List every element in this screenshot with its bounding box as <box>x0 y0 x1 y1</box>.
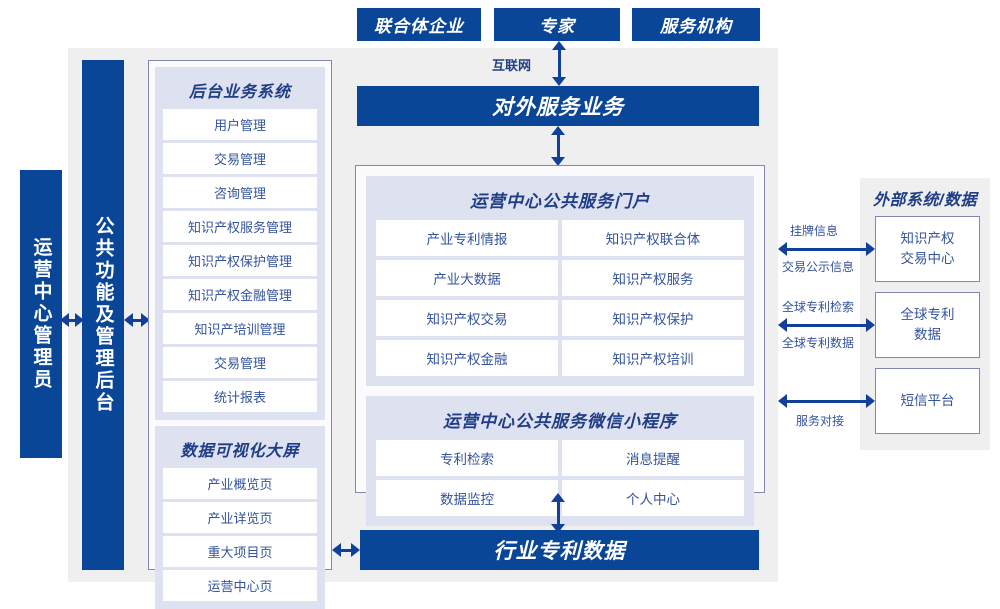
panel-public-service-portal: 运营中心公共服务门户 产业专利情报 知识产权联合体 产业大数据 知识产权服务 知… <box>366 176 754 386</box>
portal-cell[interactable]: 知识产权培训 <box>562 340 744 376</box>
operation-center-services-container: 运营中心公共服务门户 产业专利情报 知识产权联合体 产业大数据 知识产权服务 知… <box>355 165 765 526</box>
backend-modules-panel: 后台业务系统 用户管理 交易管理 咨询管理 知识产权服务管理 知识产权保护管理 … <box>148 60 332 609</box>
portal-cell[interactable]: 知识产权保护 <box>562 300 744 336</box>
section-title-data-visualization-screen: 数据可视化大屏 <box>180 443 300 460</box>
panel-to-data-arrow <box>332 541 360 559</box>
external-arrow-2-label-above: 全球专利检索 <box>782 300 855 314</box>
portal-cell[interactable]: 知识产权金融 <box>376 340 558 376</box>
external-box-ip-trading-center[interactable]: 知识产权交易中心 <box>875 216 980 282</box>
miniprogram-cell[interactable]: 个人中心 <box>562 480 744 516</box>
panel-title-wechat-miniprogram: 运营中心公共服务微信小程序 <box>443 412 677 431</box>
external-arrow-1-label-above: 挂牌信息 <box>790 224 839 238</box>
list-item[interactable]: 咨询管理 <box>163 177 317 208</box>
external-arrow-1-label-below: 交易公示信息 <box>782 260 855 274</box>
actor-box-consortium[interactable]: 联合体企业 <box>357 8 481 41</box>
external-box-label-2: 全球专利数据 <box>900 307 955 342</box>
list-item[interactable]: 产业概览页 <box>163 468 317 499</box>
external-box-label-1: 知识产权交易中心 <box>900 231 955 266</box>
list-item[interactable]: 产业详览页 <box>163 502 317 533</box>
internet-label: 互联网 <box>492 58 532 73</box>
list-item[interactable]: 交易管理 <box>163 143 317 174</box>
external-arrow-2-label-below: 全球专利数据 <box>782 336 855 350</box>
role-bar-common-backend[interactable]: 公共功能及管理后台 <box>82 60 124 570</box>
list-item[interactable]: 知识产权服务管理 <box>163 211 317 242</box>
list-item[interactable]: 知识产培训管理 <box>163 313 317 344</box>
section-title-backend-business-system: 后台业务系统 <box>188 84 291 101</box>
external-box-label-3: 短信平台 <box>900 393 955 409</box>
portal-cell[interactable]: 产业专利情报 <box>376 220 558 256</box>
external-systems-title: 外部系统/数据 <box>873 192 977 209</box>
external-service-band[interactable]: 对外服务业务 <box>357 86 759 126</box>
external-box-global-patent-data[interactable]: 全球专利数据 <box>875 292 980 358</box>
portal-cell[interactable]: 知识产权交易 <box>376 300 558 336</box>
section-backend-business-system: 后台业务系统 用户管理 交易管理 咨询管理 知识产权服务管理 知识产权保护管理 … <box>155 67 325 420</box>
external-box-sms-platform[interactable]: 短信平台 <box>875 368 980 434</box>
external-arrow-2 <box>778 316 875 334</box>
list-item[interactable]: 知识产权金融管理 <box>163 279 317 310</box>
panel-wechat-miniprogram: 运营中心公共服务微信小程序 专利检索 消息提醒 数据监控 个人中心 <box>366 396 754 526</box>
role-bar-operation-admin[interactable]: 运营中心管理员 <box>20 170 62 458</box>
external-arrow-3-label-below: 服务对接 <box>796 414 845 428</box>
actor-box-service-org[interactable]: 服务机构 <box>632 8 760 41</box>
portal-cell[interactable]: 知识产权服务 <box>562 260 744 296</box>
external-arrow-1 <box>778 240 875 258</box>
list-item[interactable]: 用户管理 <box>163 109 317 140</box>
service-to-portal-arrow <box>549 126 567 166</box>
list-item[interactable]: 交易管理 <box>163 347 317 378</box>
miniprogram-cell[interactable]: 数据监控 <box>376 480 558 516</box>
portal-cell[interactable]: 知识产权联合体 <box>562 220 744 256</box>
external-arrow-3 <box>778 392 875 410</box>
actor-box-expert[interactable]: 专家 <box>494 8 620 41</box>
backend-to-panel-arrow <box>124 311 150 329</box>
panel-title-public-service-portal: 运营中心公共服务门户 <box>470 192 650 211</box>
section-data-visualization-screen: 数据可视化大屏 产业概览页 产业详览页 重大项目页 运营中心页 <box>155 426 325 609</box>
industry-patent-data-band[interactable]: 行业专利数据 <box>360 530 759 570</box>
list-item[interactable]: 重大项目页 <box>163 536 317 567</box>
portal-cell[interactable]: 产业大数据 <box>376 260 558 296</box>
miniprogram-cell[interactable]: 消息提醒 <box>562 440 744 476</box>
list-item[interactable]: 运营中心页 <box>163 570 317 601</box>
list-item[interactable]: 知识产权保护管理 <box>163 245 317 276</box>
internet-connector-arrow <box>550 41 568 86</box>
admin-to-backend-arrow <box>60 311 84 329</box>
portal-to-data-arrow <box>549 493 567 533</box>
list-item[interactable]: 统计报表 <box>163 381 317 412</box>
miniprogram-cell[interactable]: 专利检索 <box>376 440 558 476</box>
